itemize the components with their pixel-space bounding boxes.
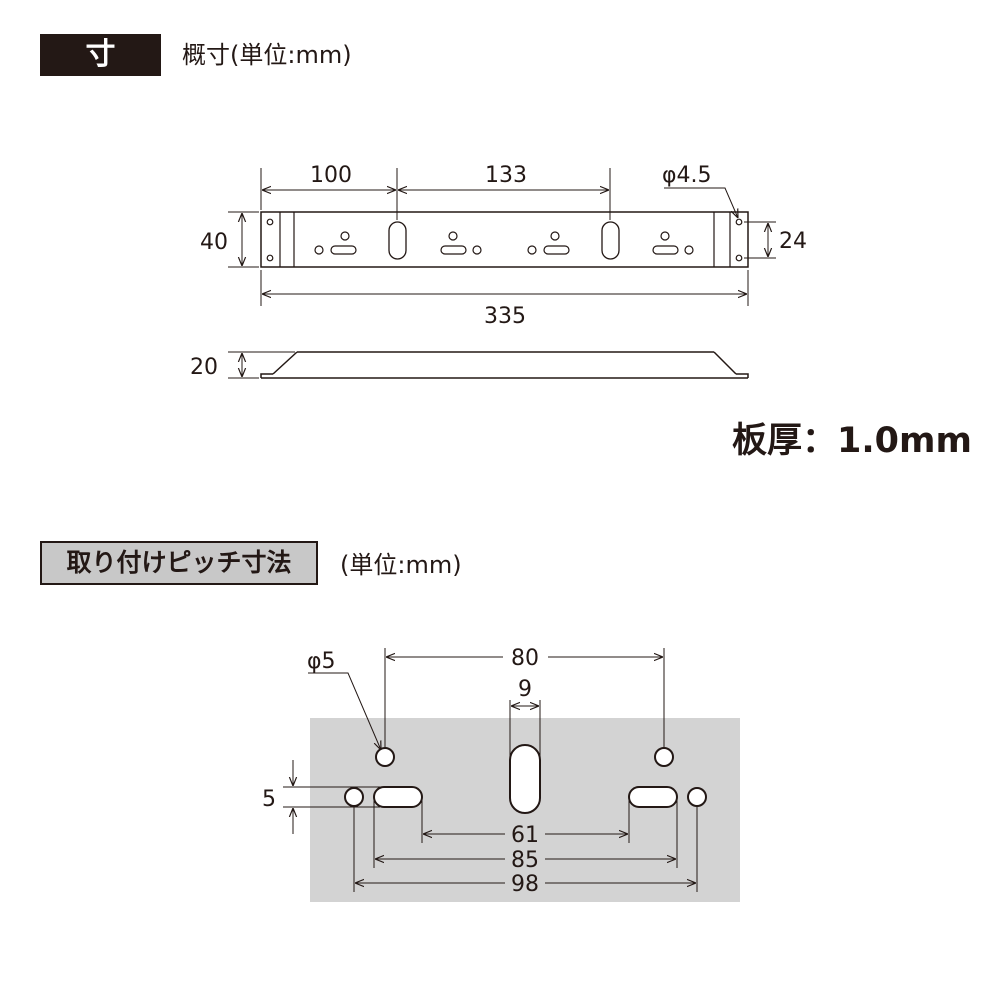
vertical-slot	[601, 221, 620, 260]
plate-thickness-label: 板厚：1.0mm	[732, 421, 972, 461]
hole-group	[314, 231, 357, 255]
mounting-pitch-caption: (単位:mm)	[340, 551, 462, 579]
dim-98: 98	[511, 872, 539, 897]
vertical-slot	[388, 221, 407, 260]
dim-hole-pitch-left: 100	[310, 163, 352, 188]
dim-end-hole-pitch: 24	[779, 229, 807, 254]
mounting-pitch-badge: 取り付けピッチ寸法	[40, 541, 318, 585]
bracket-outline	[260, 211, 749, 268]
dim-hole-diameter: φ5	[307, 649, 336, 674]
end-hole	[266, 218, 274, 226]
dimensions-caption: 概寸(単位:mm)	[182, 41, 352, 69]
hole-group	[440, 231, 482, 255]
end-hole	[735, 218, 743, 226]
bracket-side-view: 20	[190, 351, 749, 380]
dim-side-height: 20	[190, 355, 218, 380]
dim-total-length: 335	[484, 304, 526, 329]
dim-slot-width: 9	[518, 677, 532, 702]
dimensions-badge: 寸 法	[40, 34, 161, 114]
dim-85: 85	[511, 848, 539, 873]
dim-vertical-offset: 5	[262, 787, 276, 812]
dim-hole-pitch: 80	[511, 646, 539, 671]
dim-end-hole-diameter: φ4.5	[662, 163, 712, 188]
top-view-dimensions: 100 133 φ4.5 40 24 335	[200, 163, 807, 329]
hole-group	[652, 231, 694, 255]
hole-group	[527, 231, 570, 255]
bracket-top-view	[260, 211, 749, 268]
dim-height: 40	[200, 230, 228, 255]
end-hole	[266, 254, 274, 262]
dim-hole-pitch-middle: 133	[485, 163, 527, 188]
end-hole	[735, 254, 743, 262]
mounting-dimensions: φ5 80 9 5 61 85 98	[262, 646, 698, 897]
dim-61: 61	[511, 823, 539, 848]
